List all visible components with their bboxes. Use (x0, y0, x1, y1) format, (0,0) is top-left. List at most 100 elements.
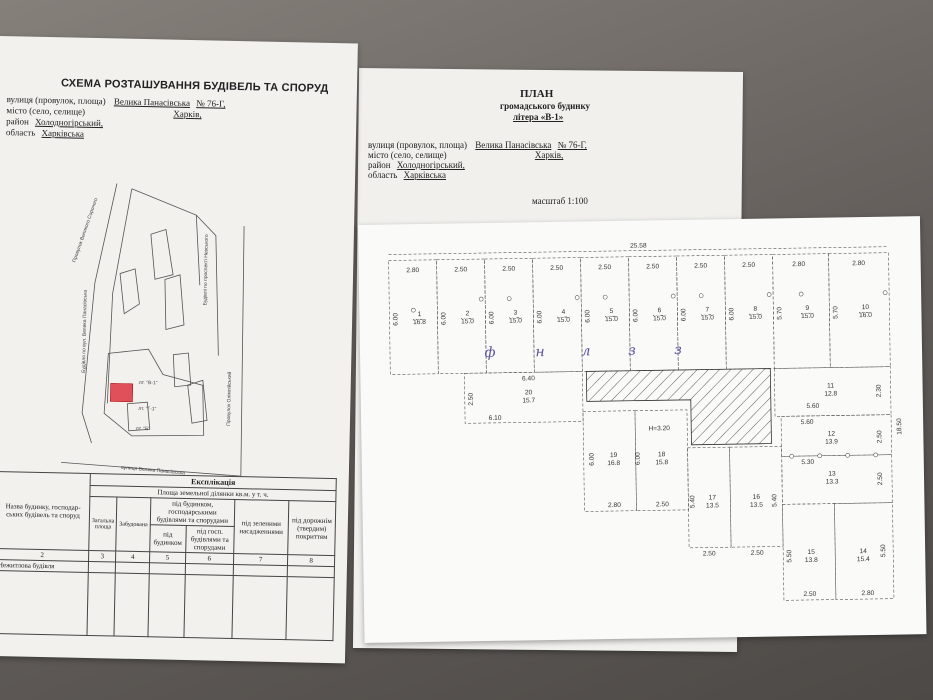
top-width-6: 2.50 (694, 263, 707, 270)
room-number-20: 20 (525, 389, 533, 396)
plan-scale: масштаб 1:100 (532, 196, 588, 206)
col-road: під дорожнім (твердим) покриттям (287, 500, 336, 556)
room-area-20: 15.7 (522, 397, 535, 404)
room-area-11: 12.8 (824, 390, 837, 397)
scheme-district-line: район Холодногірський, (6, 116, 104, 129)
room-17-height: 5.40 (689, 495, 696, 508)
top-width-2: 2.50 (502, 266, 515, 273)
col-under-house: під будинком (149, 524, 186, 553)
room-area-1: 16.8 (413, 319, 426, 326)
top-width-1: 2.50 (454, 266, 467, 273)
room-number-6: 6 (657, 307, 661, 314)
room-number-8: 8 (753, 306, 757, 313)
room-17 (687, 446, 732, 549)
room-14-height: 5.50 (880, 544, 887, 557)
room-18-height: 6.00 (635, 452, 642, 465)
room-number-14: 14 (859, 548, 867, 555)
hatched-core (585, 368, 772, 446)
door-marker (798, 291, 804, 297)
room-13 (781, 454, 893, 505)
map-street-right: Провулок Олімпійський (225, 371, 233, 426)
explication-table: Назва будинку, господар-ських будівель т… (0, 471, 337, 641)
col-green: під зеленими насадженнями (233, 499, 289, 555)
room-depth-6: 6.00 (632, 309, 639, 322)
door-marker (882, 290, 888, 296)
room-19-width: 2.80 (608, 502, 621, 509)
room-16-height: 5.40 (771, 494, 778, 507)
scheme-title: СХЕМА РОЗТАШУВАННЯ БУДІВЕЛЬ ТА СПОРУД (60, 77, 329, 95)
map-street-mid: Будівлі по проспекті Нєвського (202, 234, 209, 305)
room-number-16: 16 (753, 494, 761, 501)
door-marker (873, 452, 878, 458)
map-street-line-right (240, 226, 245, 477)
room-number-15: 15 (807, 549, 815, 556)
col-under-buildings: під будинком, господарськими будівлями т… (150, 497, 235, 527)
highlighted-building (110, 383, 134, 403)
room-area-7: 15.0 (701, 314, 714, 321)
site-scheme-sheet: СХЕМА РОЗТАШУВАННЯ БУДІВЕЛЬ ТА СПОРУД ву… (0, 36, 358, 664)
room-11-width: 5.60 (806, 403, 819, 410)
col-building-name: Назва будинку, господар-ських будівель т… (0, 471, 91, 551)
map-boundary-left (81, 183, 118, 444)
room-number-7: 7 (705, 306, 709, 313)
top-width-0: 2.80 (406, 267, 419, 274)
door-marker (411, 307, 416, 313)
room-number-11: 11 (827, 383, 834, 390)
door-marker (766, 292, 772, 297)
room-depth-9: 5.70 (776, 307, 783, 320)
room-13-height: 2.50 (877, 472, 884, 485)
room-area-8: 15.0 (749, 314, 762, 321)
door-marker (478, 296, 484, 302)
map-label-sub1: лт. "Г-1" (138, 406, 156, 412)
room-depth-4: 6.00 (536, 310, 543, 323)
room-12 (780, 414, 892, 457)
room-20-height: 2.50 (468, 392, 475, 405)
room-area-6: 15.0 (653, 315, 666, 322)
room-14 (834, 502, 895, 600)
room-16-width: 2.50 (751, 550, 764, 557)
map-street-line-bottom (61, 461, 241, 477)
room-14-width: 2.80 (861, 590, 874, 597)
room-11-height: 2.30 (876, 384, 883, 397)
room-area-2: 15.0 (461, 318, 474, 325)
overall-width: 25.58 (630, 242, 647, 249)
door-marker (670, 293, 676, 299)
room-13-width: 5.30 (801, 459, 814, 466)
door-marker (789, 453, 794, 459)
handwritten-mark-0: ф (484, 345, 495, 361)
top-width-8: 2.80 (792, 261, 805, 268)
room-number-18: 18 (658, 451, 666, 458)
plan-city-line: місто (село, селище) Харків, (368, 150, 564, 160)
room-area-19: 16.8 (607, 460, 620, 467)
room-depth-8: 6.00 (728, 307, 735, 320)
height-mark: H=3.20 (648, 425, 670, 432)
handwritten-mark-1: н (535, 344, 544, 360)
room-12-height: 2.50 (876, 430, 883, 443)
handwritten-mark-3: з (628, 343, 636, 359)
top-width-last: 2.80 (852, 260, 865, 267)
top-width-7: 2.50 (742, 262, 755, 269)
room-area-16: 13.5 (750, 502, 763, 509)
room-number-3: 3 (514, 310, 518, 317)
map-street-bottom: вулиця Велика Панасівська (121, 465, 186, 477)
door-marker (574, 295, 580, 300)
table-row (0, 570, 335, 641)
room-number-5: 5 (609, 308, 613, 315)
room-area-14: 15.4 (857, 556, 870, 563)
room-area-13: 13.3 (826, 478, 839, 485)
room-18-width: 2.50 (656, 501, 669, 508)
door-marker (698, 293, 704, 298)
scheme-region-line: область Харківська (5, 127, 85, 139)
room-19-height: 6.00 (589, 453, 596, 466)
plan-header-sheet: ПЛАН громадського будинку літера «В-1» в… (368, 70, 736, 225)
map-label-highlight: лт. "В-1" (139, 380, 158, 386)
room-depth-7: 6.00 (680, 308, 687, 321)
right-total-height: 18.50 (896, 418, 903, 435)
col-built: Забудована (116, 497, 151, 552)
room-number-9: 9 (805, 305, 809, 312)
door-marker (506, 296, 512, 301)
col-total: Загальна площа (88, 496, 118, 552)
room-17-width: 2.50 (703, 550, 716, 557)
plan-subtitle: громадського будинку (500, 101, 591, 111)
